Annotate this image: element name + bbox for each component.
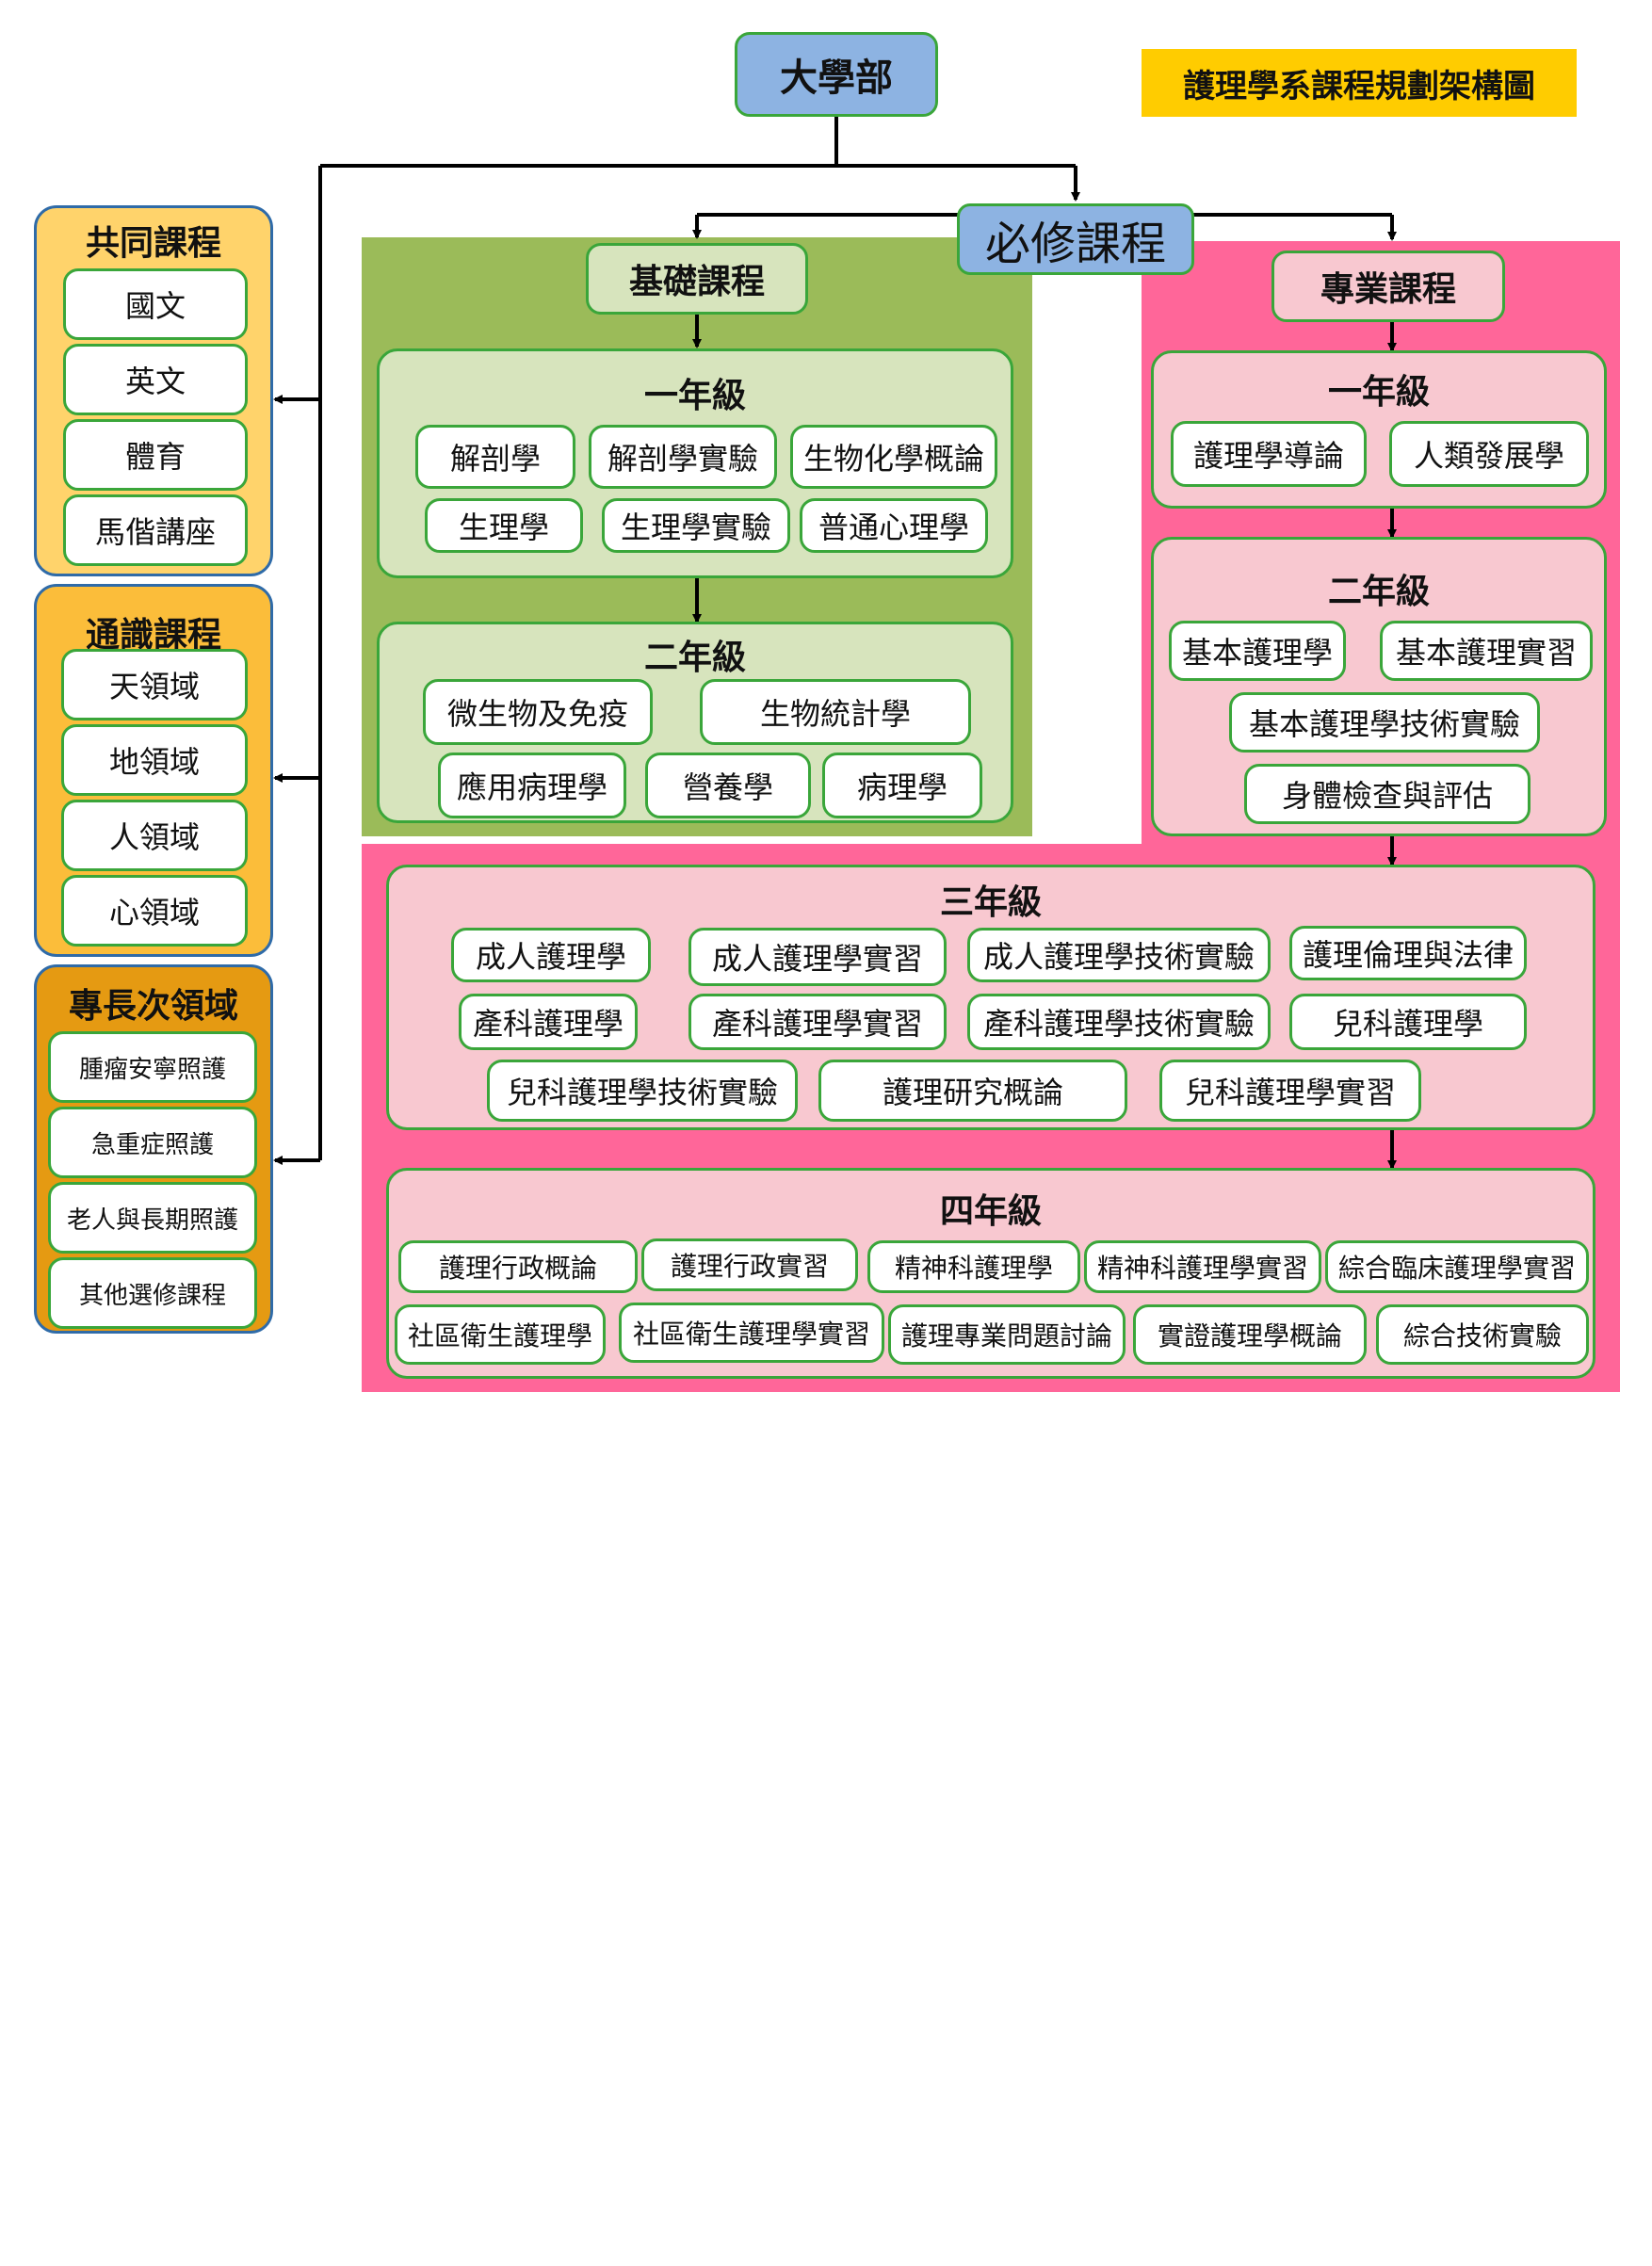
course-item: 綜合技術實驗 [1376, 1304, 1589, 1365]
general-education-item: 天領域 [61, 649, 248, 720]
professional-year2-panel: 二年級 基本護理學 基本護理實習 基本護理學技術實驗 身體檢查與評估 [1151, 537, 1607, 836]
general-education-group: 通識課程 天領域 地領域 人領域 心領域 [34, 584, 273, 957]
course-item: 人類發展學 [1389, 421, 1589, 487]
common-course-item: 馬偕講座 [63, 494, 248, 566]
specialty-subdomain-group: 專長次領域 腫瘤安寧照護 急重症照護 老人與長期照護 其他選修課程 [34, 964, 273, 1334]
course-item: 產科護理學技術實驗 [967, 994, 1271, 1050]
general-education-item: 心領域 [61, 875, 248, 947]
course-item: 產科護理學 [459, 994, 638, 1050]
course-item: 生物化學概論 [790, 425, 997, 489]
specialty-subdomain-item: 急重症照護 [48, 1107, 257, 1178]
course-item: 社區衛生護理學 [395, 1304, 606, 1365]
course-item: 精神科護理學實習 [1084, 1240, 1321, 1293]
course-item: 護理專業問題討論 [888, 1304, 1126, 1365]
course-item: 生理學 [425, 498, 583, 553]
course-item: 生物統計學 [700, 679, 971, 745]
course-item: 實證護理學概論 [1133, 1304, 1367, 1365]
course-item: 成人護理學實習 [688, 928, 947, 986]
specialty-subdomain-title: 專長次領域 [68, 987, 238, 1026]
common-course-item: 體育 [63, 419, 248, 491]
course-item: 產科護理學實習 [688, 994, 947, 1050]
common-course-item: 國文 [63, 268, 248, 340]
professional-year4-title: 四年級 [939, 1192, 1042, 1231]
professional-year3-panel: 三年級 成人護理學 成人護理學實習 成人護理學技術實驗 護理倫理與法律 產科護理… [386, 865, 1595, 1130]
general-education-title: 通識課程 [85, 616, 221, 655]
course-item: 基本護理學 [1169, 621, 1346, 681]
course-item: 解剖學 [415, 425, 575, 489]
legend-title: 護理學系課程規劃架構圖 [1142, 49, 1577, 117]
basic-year1-title: 一年級 [643, 377, 746, 415]
course-item: 病理學 [822, 753, 982, 818]
course-item: 微生物及免疫 [423, 679, 653, 745]
basic-year2-title: 二年級 [643, 639, 746, 677]
basic-year2-panel: 二年級 微生物及免疫 生物統計學 應用病理學 營養學 病理學 [377, 622, 1013, 823]
course-item: 普通心理學 [800, 498, 988, 553]
course-item: 兒科護理學實習 [1159, 1060, 1421, 1122]
course-item: 基本護理學技術實驗 [1229, 692, 1540, 753]
course-item: 護理學導論 [1171, 421, 1367, 487]
general-education-item: 人領域 [61, 800, 248, 871]
course-item: 綜合臨床護理學實習 [1325, 1240, 1589, 1293]
general-education-item: 地領域 [61, 724, 248, 796]
course-item: 成人護理學 [451, 928, 651, 982]
course-item: 營養學 [645, 753, 811, 818]
course-item: 兒科護理學 [1289, 994, 1527, 1050]
course-item: 解剖學實驗 [589, 425, 777, 489]
professional-courses-node: 專業課程 [1271, 251, 1505, 322]
specialty-subdomain-item: 老人與長期照護 [48, 1182, 257, 1254]
common-course-item: 英文 [63, 344, 248, 415]
course-item: 護理倫理與法律 [1289, 926, 1527, 980]
course-item: 應用病理學 [438, 753, 626, 818]
basic-year1-panel: 一年級 解剖學 解剖學實驗 生物化學概論 生理學 生理學實驗 普通心理學 [377, 348, 1013, 578]
basic-courses-node: 基礎課程 [586, 243, 808, 315]
specialty-subdomain-item: 腫瘤安寧照護 [48, 1031, 257, 1103]
course-item: 護理研究概論 [818, 1060, 1127, 1122]
course-item: 護理行政概論 [398, 1240, 638, 1293]
course-item: 兒科護理學技術實驗 [487, 1060, 798, 1122]
course-item: 基本護理實習 [1380, 621, 1593, 681]
specialty-subdomain-item: 其他選修課程 [48, 1257, 257, 1329]
course-item: 成人護理學技術實驗 [967, 928, 1271, 982]
course-item: 社區衛生護理學實習 [619, 1303, 884, 1363]
root-node: 大學部 [735, 32, 938, 117]
professional-year1-panel: 一年級 護理學導論 人類發展學 [1151, 350, 1607, 509]
common-courses-group: 共同課程 國文 英文 體育 馬偕講座 [34, 205, 273, 576]
professional-year4-panel: 四年級 護理行政概論 護理行政實習 精神科護理學 精神科護理學實習 綜合臨床護理… [386, 1168, 1595, 1379]
professional-year2-title: 二年級 [1327, 573, 1430, 611]
common-courses-title: 共同課程 [85, 224, 221, 263]
professional-year3-title: 三年級 [939, 883, 1042, 922]
course-item: 生理學實驗 [602, 498, 790, 553]
professional-year1-title: 一年級 [1327, 373, 1430, 412]
course-item: 護理行政實習 [641, 1238, 858, 1291]
course-item: 身體檢查與評估 [1244, 764, 1531, 824]
required-courses-node: 必修課程 [957, 203, 1194, 275]
course-item: 精神科護理學 [867, 1240, 1080, 1293]
